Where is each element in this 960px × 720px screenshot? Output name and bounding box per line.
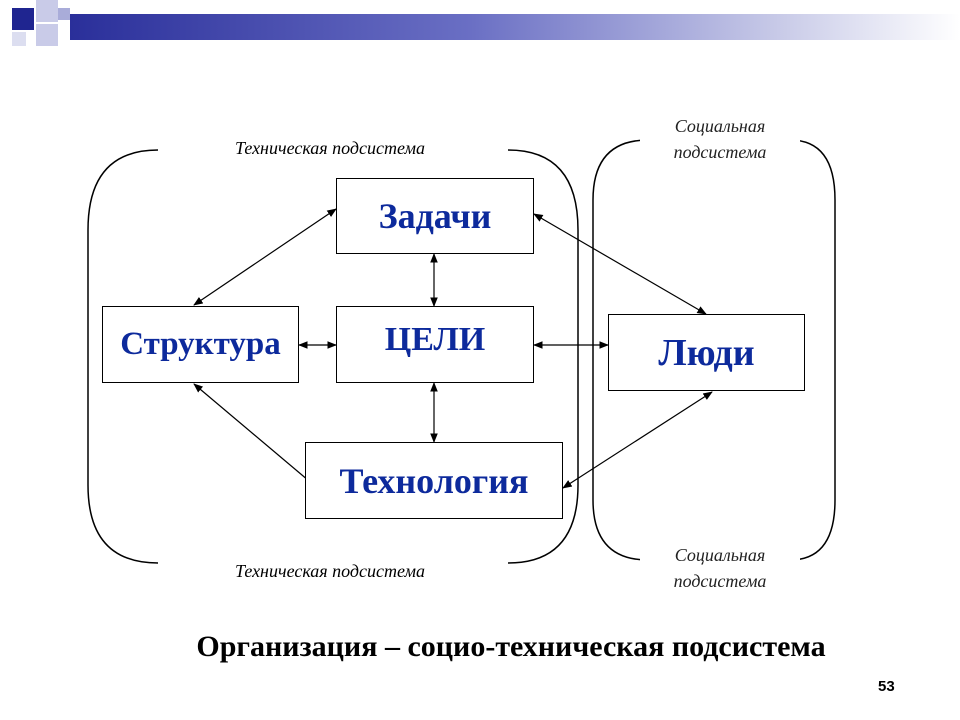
arrow-structure-tasks xyxy=(193,208,337,306)
technical-subsystem-label-bottom: Техническая подсистема xyxy=(180,561,480,581)
social-subsystem-label-top-line2: подсистема xyxy=(673,142,767,162)
header-square-light xyxy=(36,0,58,22)
node-structure-label: Структура xyxy=(120,326,281,362)
header-square-mid xyxy=(58,8,70,20)
node-goals: ЦЕЛИ xyxy=(336,306,534,383)
page-number: 53 xyxy=(878,678,895,695)
node-people-label: Люди xyxy=(658,331,755,374)
header-square-dark xyxy=(12,8,34,30)
technical-subsystem-bracket-left xyxy=(87,149,159,564)
node-structure: Структура xyxy=(102,306,299,383)
node-tasks-label: Задачи xyxy=(378,196,492,236)
header-square-light xyxy=(12,32,26,46)
arrow-tasks-people xyxy=(533,213,707,315)
social-subsystem-bracket-right xyxy=(789,139,836,561)
social-subsystem-label-top: Социальная подсистема xyxy=(640,116,800,162)
social-subsystem-label-bottom: Социальная подсистема xyxy=(640,545,800,591)
social-subsystem-label-bottom-line2: подсистема xyxy=(673,571,767,591)
node-people: Люди xyxy=(608,314,805,391)
node-technology: Технология xyxy=(305,442,563,519)
technical-subsystem-bracket-right xyxy=(507,149,579,564)
slide-title: Организация – социо-техническая подсисте… xyxy=(196,630,826,663)
technical-subsystem-label-top: Техническая подсистема xyxy=(180,138,480,158)
social-subsystem-label-top-line1: Социальная xyxy=(674,116,766,136)
arrow-structure-technology xyxy=(193,383,316,487)
social-subsystem-label-bottom-line1: Социальная xyxy=(674,545,766,565)
node-technology-label: Технология xyxy=(339,460,529,501)
arrow-technology-people xyxy=(562,391,713,489)
node-goals-label: ЦЕЛИ xyxy=(384,321,486,358)
header-gradient-bar xyxy=(70,14,960,40)
header-square-light xyxy=(36,24,58,46)
node-tasks: Задачи xyxy=(336,178,534,254)
social-subsystem-bracket-left xyxy=(592,139,649,561)
